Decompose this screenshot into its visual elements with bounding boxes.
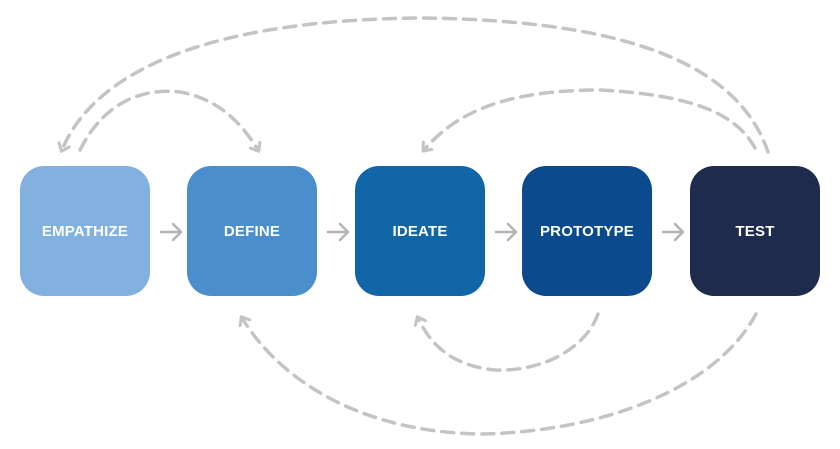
stage-test-label: TEST (735, 222, 775, 240)
stage-define-label: DEFINE (223, 222, 281, 240)
stage-prototype-label: PROTOTYPE (539, 222, 635, 240)
stage-ideate: IDEATE (355, 166, 485, 296)
forward-arrow-1 (159, 222, 183, 242)
loop-test-to-define (242, 312, 758, 436)
stage-empathize: EMPATHIZE (20, 166, 150, 296)
forward-arrow-4 (661, 222, 685, 242)
forward-arrow-2 (326, 222, 350, 242)
stage-prototype: PROTOTYPE (522, 166, 652, 296)
loop-prototype-to-ideate (418, 312, 600, 372)
stage-define: DEFINE (187, 166, 317, 296)
loop-test-to-empathize (62, 16, 770, 154)
forward-arrow-3 (494, 222, 518, 242)
loop-test-to-ideate (424, 88, 757, 150)
stage-empathize-label: EMPATHIZE (41, 222, 129, 240)
loop-empathize-to-define (78, 89, 258, 150)
stage-test: TEST (690, 166, 820, 296)
stage-ideate-label: IDEATE (392, 222, 448, 240)
